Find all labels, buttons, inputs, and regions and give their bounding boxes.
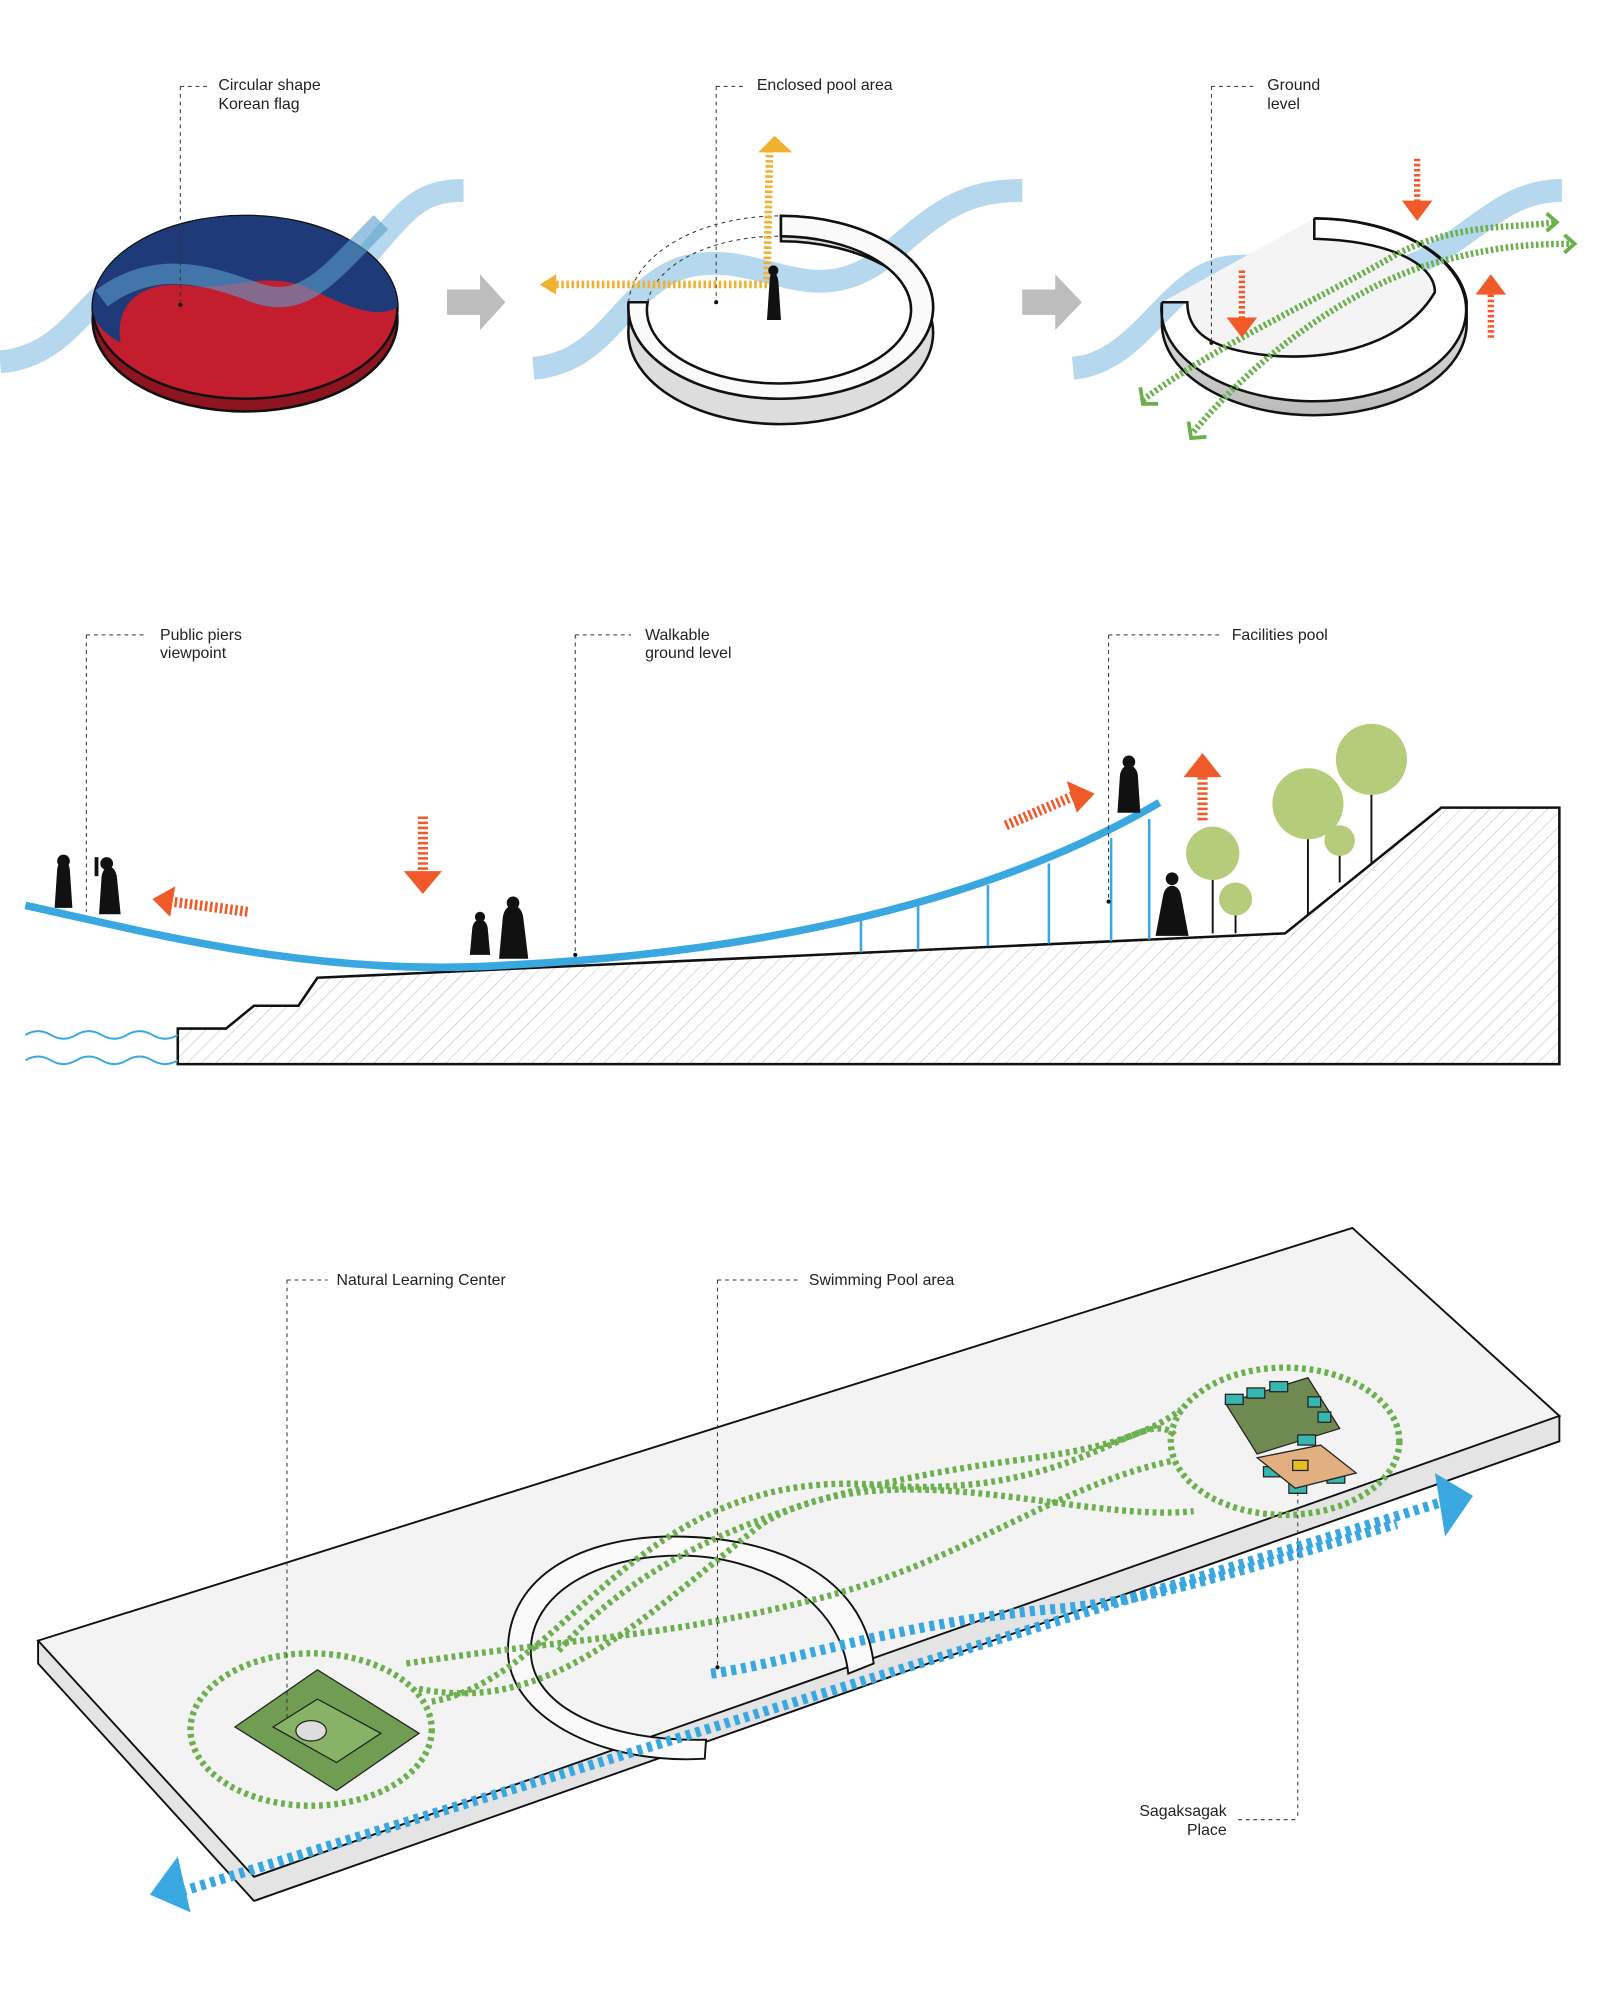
walkable-pier [24, 799, 1162, 972]
learning-center-blocks [233, 1669, 421, 1792]
blue-route [169, 1493, 1456, 1900]
next-arrow-icon [446, 274, 506, 331]
label-natural-learning-center: Natural Learning Center [337, 1272, 507, 1289]
slab-top [36, 1226, 1562, 1878]
site-plan-axonometric: Natural Learning Center Swimming Pool ar… [36, 1226, 1562, 1913]
water-waves-icon [24, 1030, 179, 1066]
sagaksagak-buildings [1224, 1377, 1358, 1494]
enclosed-pool-step: Enclosed pool area [531, 77, 1023, 426]
label-enclosed-pool: Enclosed pool area [757, 77, 893, 94]
yellow-arrow-up [763, 149, 774, 280]
ground-hatched [176, 806, 1561, 1066]
trees [1186, 723, 1407, 934]
label-facilities-pool: Facilities pool [1232, 627, 1328, 644]
water-over-disc [95, 215, 389, 308]
label-swimming-pool-area: Swimming Pool area [809, 1272, 955, 1289]
people-icon [54, 755, 1189, 959]
person-icon [766, 272, 781, 320]
next-arrow-icon [1022, 274, 1082, 331]
